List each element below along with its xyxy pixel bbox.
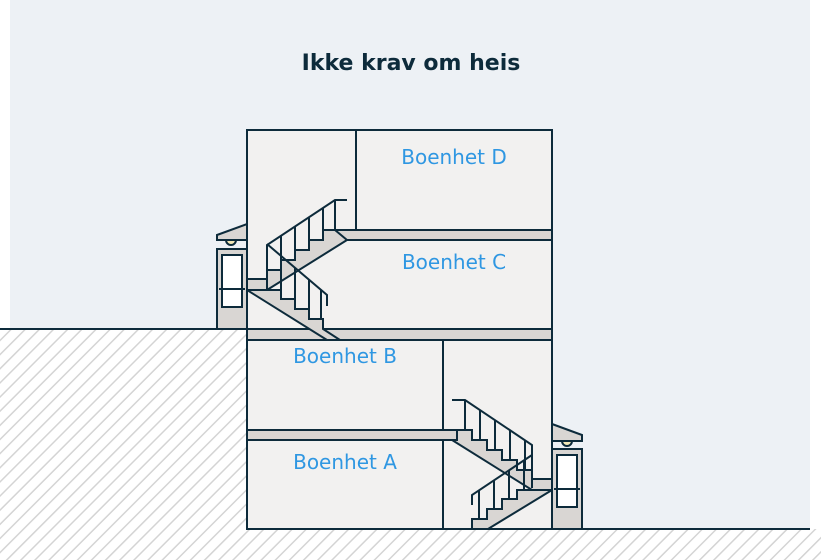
unit-label-b: Boenhet B (293, 344, 397, 368)
ground-left (0, 329, 247, 560)
lamp-icon (224, 239, 238, 246)
door-window (556, 454, 578, 508)
unit-label-d: Boenhet D (401, 145, 507, 169)
entrance-upper (216, 222, 248, 330)
ground-bottom (247, 529, 821, 560)
diagram-title: Ikke krav om heis (302, 51, 521, 76)
upper-staircase (243, 199, 349, 341)
entrance-lower (551, 422, 583, 530)
lower-staircase (448, 399, 556, 530)
floor-slab-upper (329, 229, 553, 241)
canopy (551, 422, 583, 442)
door-window (221, 254, 243, 308)
unit-label-a: Boenhet A (293, 450, 397, 474)
sky-background-right (552, 329, 810, 529)
floor-slab-lower (246, 429, 458, 441)
lamp-icon (560, 440, 574, 447)
canopy (216, 222, 248, 241)
floor-slab-middle (246, 328, 553, 341)
unit-label-c: Boenhet C (402, 250, 506, 274)
